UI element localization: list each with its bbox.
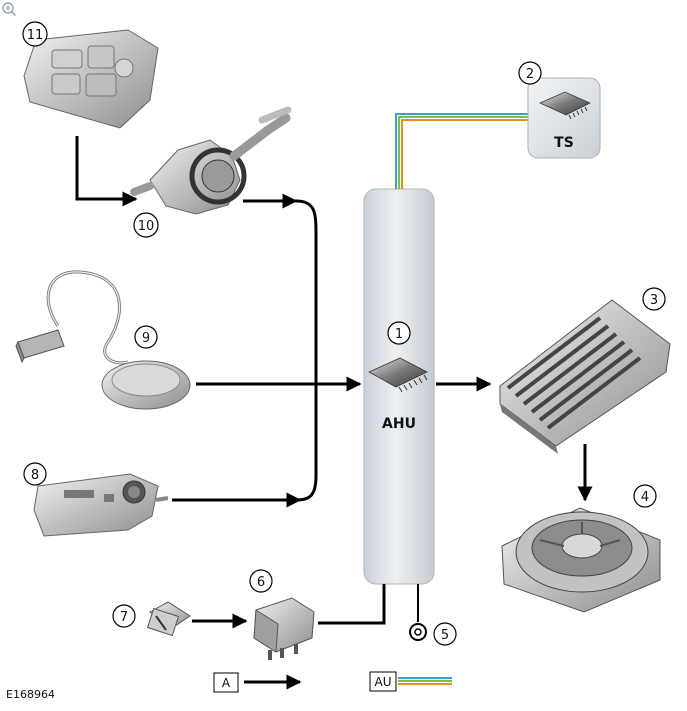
microphone — [15, 270, 191, 410]
touch-screen — [527, 77, 601, 159]
amplifier — [499, 299, 671, 454]
relay — [253, 597, 315, 660]
svg-text:6: 6 — [257, 575, 265, 590]
connection-lines — [75, 136, 593, 690]
ts-label: TS — [554, 135, 574, 151]
svg-text:11: 11 — [27, 28, 44, 43]
legend-au-lines — [398, 677, 452, 685]
au-bus-to-ts — [395, 113, 528, 189]
callout-3: 3 — [642, 287, 666, 311]
audio-head-unit — [363, 188, 435, 585]
ground-terminal — [409, 584, 427, 641]
callouts: 1 2 3 4 5 6 7 8 9 10 11 — [22, 21, 666, 646]
svg-text:9: 9 — [142, 331, 150, 346]
callout-6: 6 — [249, 569, 273, 593]
callout-7: 7 — [112, 604, 136, 628]
legend-a-label: A — [222, 676, 231, 690]
wire-11-to-10 — [75, 136, 138, 207]
legend-au: AU — [369, 671, 397, 692]
callout-1: 1 — [387, 321, 411, 345]
figure-id: E168964 — [6, 688, 55, 701]
callout-2: 2 — [518, 61, 542, 85]
svg-text:10: 10 — [138, 219, 155, 234]
callout-4: 4 — [633, 484, 657, 508]
ahu-chip-icon — [368, 357, 428, 393]
wire-6-to-ahu — [318, 584, 386, 625]
legend-a: A — [213, 672, 239, 693]
wire-bus-vertical — [293, 199, 318, 502]
svg-text:5: 5 — [441, 628, 449, 643]
callout-5: 5 — [433, 622, 457, 646]
svg-text:1: 1 — [395, 327, 403, 342]
microphone-connector-icon — [15, 329, 65, 364]
svg-text:8: 8 — [31, 468, 39, 483]
ahu-label: AHU — [382, 416, 416, 432]
audio-input-panel — [33, 473, 169, 537]
callout-10: 10 — [133, 212, 159, 238]
svg-text:3: 3 — [650, 293, 658, 308]
speaker — [501, 507, 661, 613]
steering-wheel-switch-pack — [23, 29, 159, 129]
svg-text:2: 2 — [526, 67, 534, 82]
callout-11: 11 — [22, 21, 48, 47]
callout-8: 8 — [23, 462, 47, 486]
steering-column-switch — [130, 106, 292, 215]
legend-au-label: AU — [375, 675, 392, 689]
svg-text:4: 4 — [641, 490, 649, 505]
fuse — [146, 601, 191, 637]
svg-text:7: 7 — [120, 610, 128, 625]
zoom-icon[interactable] — [2, 2, 17, 17]
callout-9: 9 — [134, 325, 158, 349]
